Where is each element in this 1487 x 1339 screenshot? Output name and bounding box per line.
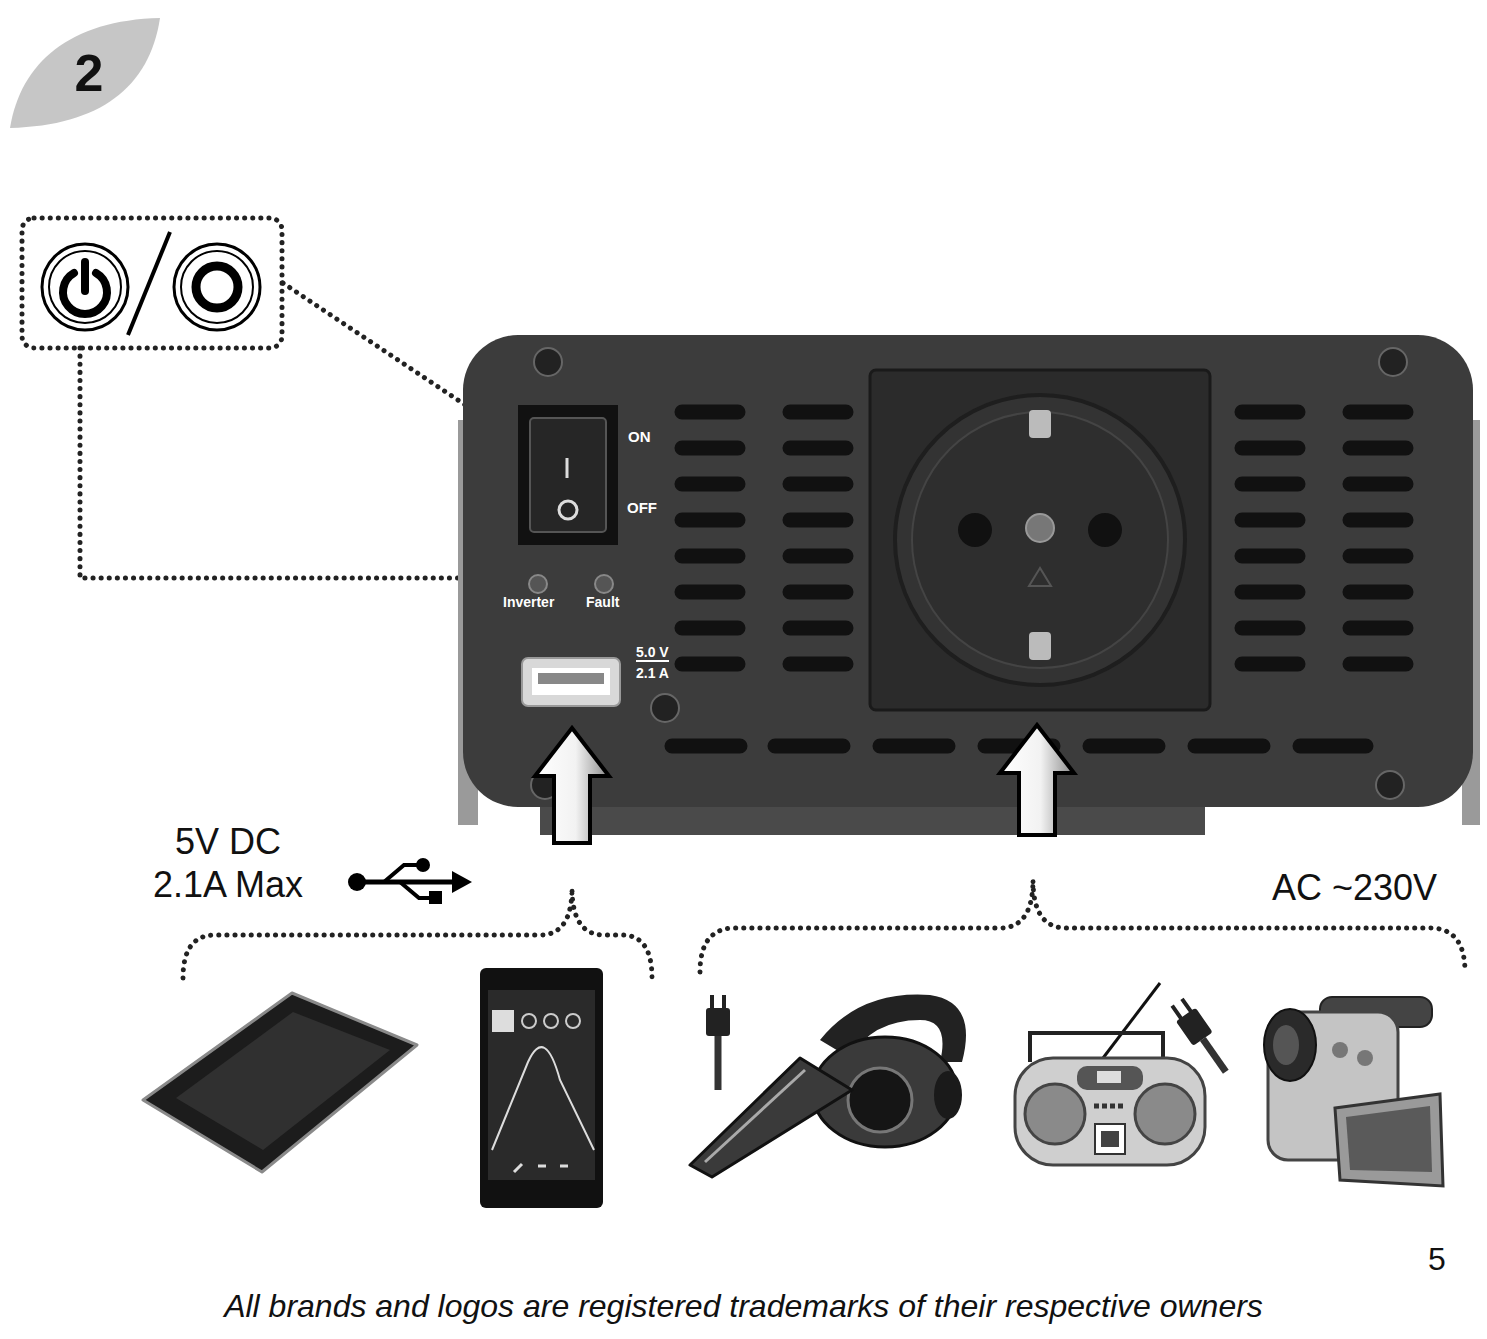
phone-icon (522, 1014, 536, 1028)
switch-label: OFF (627, 499, 657, 517)
badge-number: 2 (75, 45, 104, 102)
screw (534, 348, 562, 376)
off-symbol-ring (174, 244, 260, 330)
radio-speaker (1135, 1084, 1195, 1144)
usb-rating: 2.1 A (636, 665, 669, 682)
off-symbol-inner-ring (181, 251, 253, 323)
camcorder-button (1332, 1042, 1348, 1058)
leaf-badge-fill (10, 18, 160, 128)
off-symbol-circle (196, 266, 238, 308)
tablet-screen (176, 1012, 390, 1150)
step-number-badge: 2 (10, 18, 160, 130)
usb-symbol-dot (348, 873, 366, 891)
radio-controls (1077, 1066, 1143, 1090)
usb-port-tongue (538, 673, 604, 684)
usb-output-spec: 5V DC 2.1A Max (143, 820, 313, 906)
usb-port (522, 658, 620, 706)
radio-tape-door (1095, 1124, 1125, 1154)
socket-hole (958, 513, 992, 547)
radio-picture (1015, 983, 1236, 1165)
phone-body (480, 968, 603, 1208)
page-number: 5 (1428, 1240, 1446, 1278)
usb-symbol-branch (400, 882, 430, 898)
radio-buttons (1094, 1104, 1126, 1109)
rocker-switch (530, 418, 606, 532)
vacuum-bin (848, 1068, 912, 1132)
usb-symbol-circle (416, 858, 430, 872)
vacuum-vent (934, 1071, 962, 1119)
radio-tape (1101, 1131, 1119, 1147)
radio-body (1015, 1058, 1205, 1165)
usb-symbol-head (452, 871, 472, 893)
radio-display (1097, 1071, 1121, 1083)
plug-cord (715, 1036, 722, 1090)
earth-clip (1029, 410, 1051, 438)
switch-label: ON (628, 428, 651, 446)
phone-screen (488, 990, 595, 1180)
radio-plug (1167, 995, 1235, 1078)
schuko-socket (895, 395, 1185, 685)
nozzle-highlight (705, 1070, 805, 1162)
switch-on-mark (566, 458, 569, 478)
usb-symbol-square (429, 891, 442, 904)
phone-picture (480, 968, 603, 1208)
indicator-label: Fault (586, 594, 619, 611)
camcorder-display (1346, 1106, 1432, 1172)
trademark-note: All brands and logos are registered trad… (0, 1287, 1487, 1325)
camcorder-lens (1264, 1009, 1316, 1081)
switch-bezel (518, 405, 618, 545)
tablet-body (143, 993, 417, 1172)
screw (1376, 771, 1404, 799)
radio-speaker (1025, 1084, 1085, 1144)
standby-symbol-inner-ring (49, 251, 121, 323)
standby-symbol-bar (81, 262, 89, 291)
usb-rating: 5.0 V (636, 645, 669, 662)
up-arrow (535, 728, 609, 843)
indicator-label: Inverter (503, 594, 554, 611)
phone-screen-graphic (492, 1047, 594, 1150)
camcorder-flip-screen (1335, 1094, 1443, 1186)
camcorder-button (1357, 1050, 1373, 1066)
socket-screw (1026, 514, 1054, 542)
plug-cord (1203, 1039, 1226, 1072)
vacuum-nozzle (690, 1058, 852, 1177)
socket-recess (912, 412, 1168, 668)
tablet-picture (143, 993, 417, 1172)
phone-buttons (514, 1164, 568, 1172)
panel-face (463, 335, 1473, 807)
plug-prongs (712, 995, 724, 1010)
socket-plate (870, 370, 1210, 710)
power-symbol-callout (22, 218, 282, 348)
phone-icon (566, 1014, 580, 1028)
phone-icon (544, 1014, 558, 1028)
inverter-led (529, 575, 547, 593)
plug-body (706, 1008, 730, 1036)
standby-symbol-ring (42, 244, 128, 330)
usb-port-opening (532, 668, 610, 695)
screw (1379, 348, 1407, 376)
dotted-callout-frame (22, 218, 282, 348)
up-arrow (1000, 725, 1074, 835)
usb-symbol-branch (384, 865, 418, 882)
warning-triangle (1029, 568, 1051, 586)
radio-antenna (1100, 983, 1160, 1062)
usb-symbol (348, 858, 472, 904)
screw (651, 694, 679, 722)
switch-off-mark (559, 501, 577, 519)
camcorder-picture (1264, 997, 1443, 1186)
vacuum-picture (690, 995, 966, 1177)
socket-hole (1088, 513, 1122, 547)
phone-icon (492, 1010, 514, 1032)
fault-led (595, 575, 613, 593)
inverter-panel (458, 335, 1480, 835)
camcorder-glass (1273, 1025, 1299, 1065)
earth-clip (1029, 632, 1051, 660)
slash-divider (128, 232, 170, 335)
ac-output-spec: AC ~230V (1272, 866, 1437, 909)
